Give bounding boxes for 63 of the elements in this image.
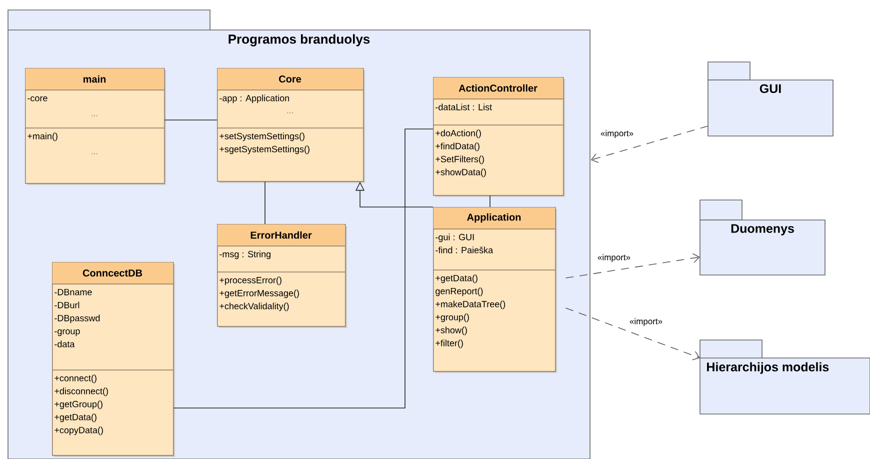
- operation-text: +processError(): [220, 276, 282, 286]
- package-name: Duomenys: [731, 224, 794, 236]
- operation-text: +show(): [436, 326, 467, 336]
- class-box: [432, 77, 565, 197]
- dependency-arrow: [565, 253, 700, 278]
- operation-text: +main(): [28, 132, 58, 142]
- attribute-text: -DBname: [54, 289, 92, 296]
- operation-text: +connect(): [54, 374, 96, 384]
- class-box: [216, 224, 347, 328]
- package-box: [700, 340, 870, 414]
- dependency-arrow: [565, 308, 700, 360]
- operation-text: +getGroup(): [54, 400, 102, 410]
- package-box: [700, 200, 826, 276]
- ellipsis: ...: [92, 115, 98, 116]
- operation-text: +makeDataTree(): [436, 300, 506, 310]
- operation-text: +checkValidality(): [220, 302, 289, 312]
- operation-text: +group(): [436, 314, 469, 322]
- class-box: [24, 68, 166, 185]
- attribute-text: -DBpasswd: [54, 314, 100, 324]
- attribute-text: -data: [54, 340, 75, 348]
- package-name: Programos branduolys: [228, 34, 370, 46]
- class-name: ErrorHandler: [250, 231, 312, 239]
- class-name: Application: [467, 213, 521, 223]
- package-box: [708, 62, 834, 136]
- operation-text: +filter(): [436, 340, 463, 348]
- attribute-text: -find : Paieška: [436, 246, 494, 254]
- attribute-text: -DBurl: [54, 302, 80, 308]
- operation-text: +getData(): [54, 414, 96, 422]
- class-box: [216, 68, 365, 183]
- operation-text: genReport(): [436, 288, 483, 296]
- attribute-text: -msg : String: [220, 250, 270, 260]
- operation-text: +doAction(): [436, 130, 481, 138]
- dependency-arrow: [590, 126, 708, 163]
- operation-text: +SetFilters(): [436, 156, 484, 164]
- attribute-text: -group: [54, 329, 80, 336]
- package-box: [8, 10, 590, 459]
- class-box: [52, 262, 175, 457]
- ellipsis: ...: [92, 153, 98, 154]
- operation-text: +getErrorMessage(): [220, 290, 299, 298]
- ellipsis: ...: [287, 112, 293, 114]
- class-name: Core: [279, 75, 302, 83]
- operation-text: +copyData(): [54, 426, 103, 436]
- attribute-text: -gui : GUI: [436, 234, 474, 242]
- edge-label: «import»: [596, 253, 632, 263]
- class-name: ConncectDB: [82, 269, 142, 277]
- operation-text: +getData(): [436, 274, 478, 284]
- class-name: main: [84, 75, 106, 83]
- package-name: Hierarchijos modelis: [707, 362, 829, 374]
- edge-label: «import»: [599, 129, 635, 139]
- class-box: [432, 207, 557, 373]
- class-name: ActionController: [458, 84, 538, 92]
- operation-text: +disconnect(): [54, 388, 108, 396]
- edge-label: «import»: [628, 317, 664, 327]
- operation-text: +findData(): [436, 142, 480, 152]
- association-line: [264, 181, 266, 224]
- attribute-text: -core: [28, 96, 48, 102]
- association-line: [173, 128, 434, 408]
- attribute-text: -app : Application: [220, 94, 289, 104]
- operation-text: +showData(): [436, 168, 486, 178]
- operation-text: +setSystemSettings(): [220, 132, 304, 142]
- attribute-text: -dataList : List: [436, 104, 492, 110]
- package-name: GUI: [760, 84, 781, 94]
- operation-text: +sgetSystemSettings(): [220, 146, 310, 154]
